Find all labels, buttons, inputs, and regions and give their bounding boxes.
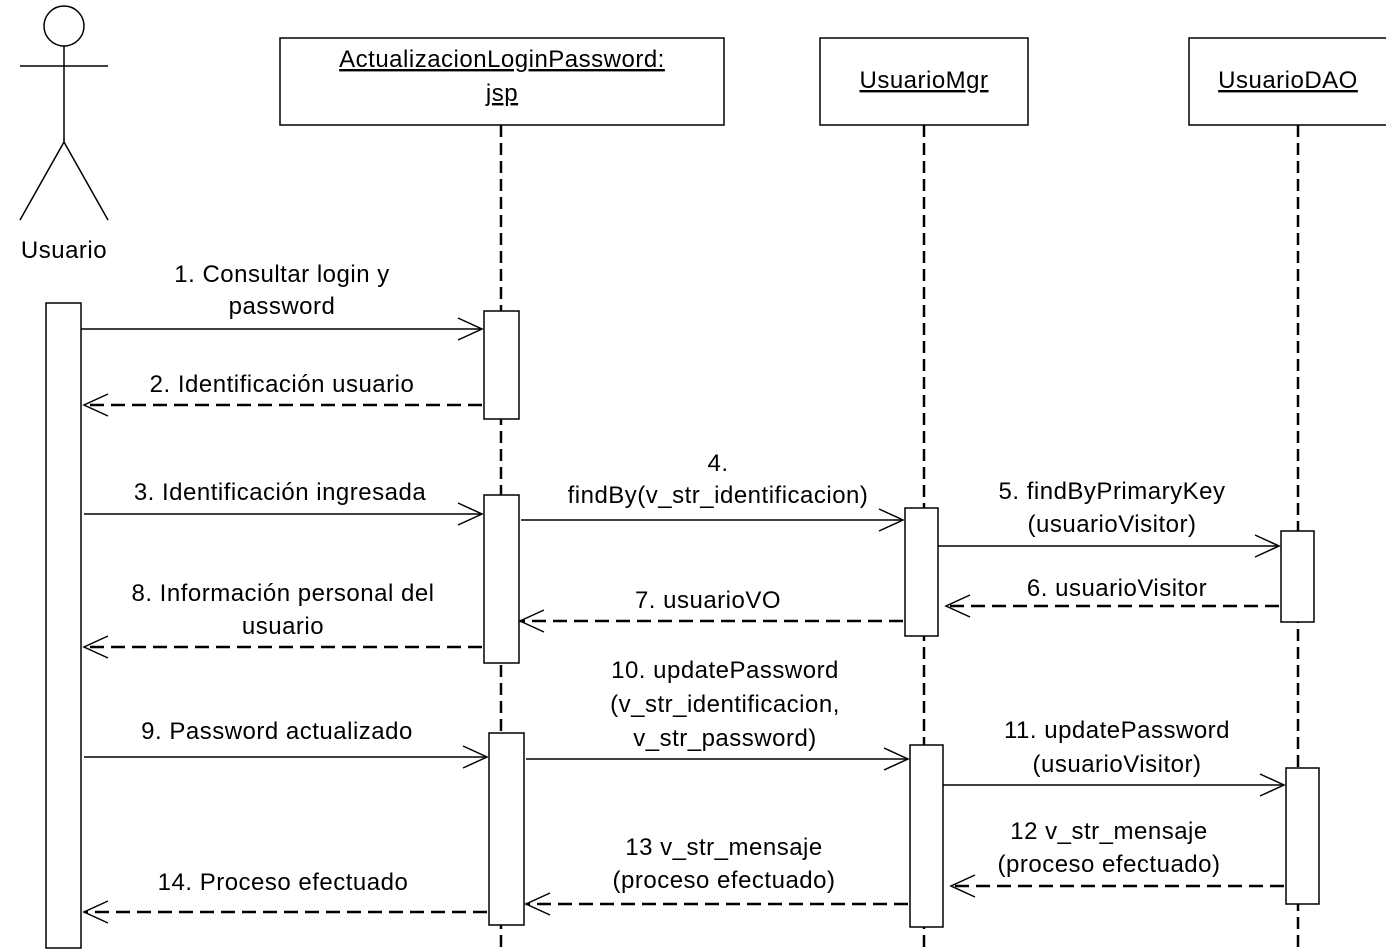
message-label: (usuarioVisitor) <box>1028 511 1197 538</box>
message-label: 10. updatePassword <box>611 657 839 684</box>
message-label: 12 v_str_mensaje <box>1010 818 1207 845</box>
message-label: 13 v_str_mensaje <box>625 834 822 861</box>
arrowhead-open <box>1259 773 1286 797</box>
message-label: 9. Password actualizado <box>141 718 413 745</box>
message-label: 7. usuarioVO <box>635 587 781 614</box>
arrowhead-open <box>524 892 551 916</box>
message-11: 11. updatePassword (usuarioVisitor) <box>943 717 1286 797</box>
message-label: findBy(v_str_identificacion) <box>568 482 869 509</box>
message-14: 14. Proceso efectuado <box>82 869 487 924</box>
message-4: 4. findBy(v_str_identificacion) <box>521 450 905 532</box>
message-label: (proceso efectuado) <box>998 851 1221 878</box>
activation-bar-dao <box>1285 767 1320 905</box>
message-8: 8. Información personal del usuario <box>82 580 482 659</box>
participant-box <box>279 37 725 126</box>
participant-label: UsuarioDAO <box>1218 67 1358 94</box>
message-6: 6. usuarioVisitor <box>944 575 1279 618</box>
activation-bar-actor <box>45 302 82 949</box>
participant-label: ActualizacionLoginPassword: <box>339 46 665 73</box>
participant-dao: UsuarioDAO <box>1188 37 1386 126</box>
message-label: usuario <box>242 613 324 640</box>
participant-mgr: UsuarioMgr <box>819 37 1029 126</box>
message-label: 1. Consultar login y <box>174 261 389 288</box>
message-1: 1. Consultar login y password <box>81 261 484 341</box>
message-label: 5. findByPrimaryKey <box>999 478 1226 505</box>
arrowhead-open <box>82 900 109 924</box>
activation-bar-mgr <box>904 507 939 637</box>
activation-bar-jsp <box>483 310 520 420</box>
message-2: 2. Identificación usuario <box>82 371 482 417</box>
message-label: 8. Información personal del <box>132 580 435 607</box>
arrowhead-open <box>82 635 109 659</box>
participant-box <box>819 37 1029 126</box>
arrowhead-open <box>944 594 971 618</box>
message-5: 5. findByPrimaryKey (usuarioVisitor) <box>938 478 1281 558</box>
message-label: (usuarioVisitor) <box>1033 751 1202 778</box>
activation-bar-mgr <box>909 744 944 928</box>
arrowhead-open <box>457 502 484 526</box>
actor-head <box>43 5 85 47</box>
message-13: 13 v_str_mensaje (proceso efectuado) <box>524 834 908 916</box>
participant-box <box>1188 37 1386 126</box>
arrowhead-open <box>457 317 484 341</box>
message-label: 4. <box>707 450 728 477</box>
actor-left-leg <box>19 141 65 221</box>
message-3: 3. Identificación ingresada <box>84 479 484 526</box>
arrowhead-open <box>949 874 976 898</box>
message-label: 2. Identificación usuario <box>150 371 415 398</box>
message-label: 3. Identificación ingresada <box>134 479 427 506</box>
activation-bar-jsp <box>488 732 525 926</box>
message-label: password <box>229 293 336 320</box>
message-label: 11. updatePassword <box>1004 717 1230 744</box>
arrowhead-open <box>878 508 905 532</box>
arrowhead-open <box>883 747 910 771</box>
arrowhead-open <box>1254 534 1281 558</box>
message-10: 10. updatePassword (v_str_identificacion… <box>526 657 910 771</box>
message-label: 6. usuarioVisitor <box>1027 575 1207 602</box>
participant-jsp: ActualizacionLoginPassword: jsp <box>279 37 725 126</box>
message-label: (v_str_identificacion, <box>610 691 840 718</box>
arrowhead-open <box>462 745 489 769</box>
message-9: 9. Password actualizado <box>84 718 489 769</box>
actor-right-leg <box>63 141 109 221</box>
message-label: (proceso efectuado) <box>613 867 836 894</box>
activation-bar-jsp <box>483 494 520 664</box>
participant-label: UsuarioMgr <box>859 67 988 94</box>
arrowhead-open <box>518 609 545 633</box>
actor-label: Usuario <box>21 237 107 264</box>
message-7: 7. usuarioVO <box>518 587 903 633</box>
message-12: 12 v_str_mensaje (proceso efectuado) <box>949 818 1284 898</box>
participant-label: jsp <box>485 80 518 107</box>
actor-usuario: Usuario <box>19 5 109 264</box>
arrowhead-open <box>82 393 109 417</box>
message-label: v_str_password) <box>633 725 817 752</box>
message-label: 14. Proceso efectuado <box>158 869 409 896</box>
activation-bar-dao <box>1280 530 1315 623</box>
